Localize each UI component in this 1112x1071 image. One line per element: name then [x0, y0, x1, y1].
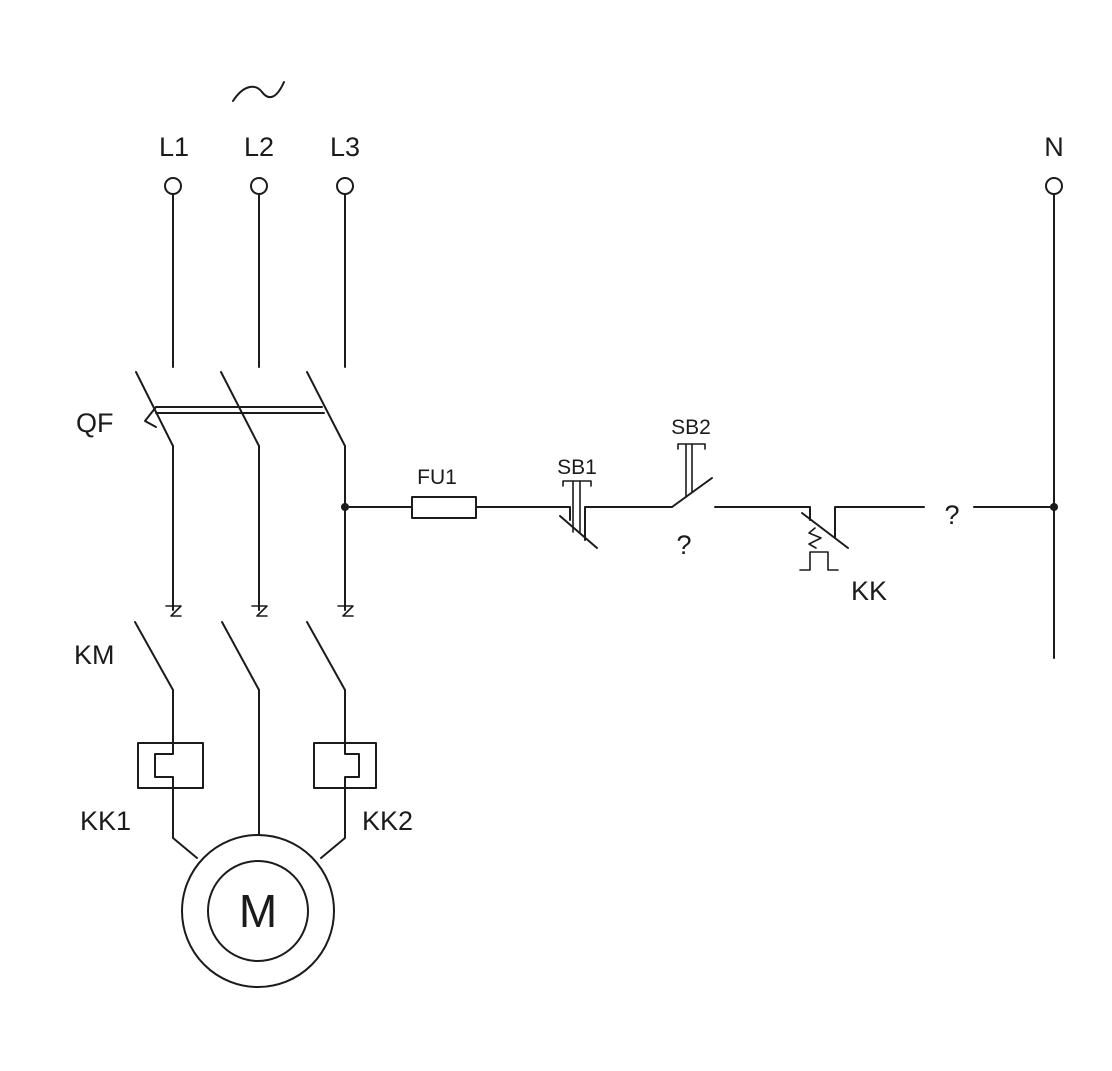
label-kk2: KK2	[362, 806, 413, 836]
terminal-L2	[250, 177, 268, 195]
label-L3: L3	[330, 132, 360, 162]
label-L2: L2	[244, 132, 274, 162]
label-unknown-2: ?	[944, 500, 959, 530]
overload-kk1	[137, 742, 204, 789]
label-kk1: KK1	[80, 806, 131, 836]
label-unknown-1: ?	[676, 530, 691, 560]
contactor-km	[134, 621, 346, 691]
button-sb1	[557, 480, 673, 549]
terminal-N	[1045, 177, 1063, 195]
label-qf: QF	[76, 408, 114, 438]
label-L1: L1	[159, 132, 189, 162]
label-sb1: SB1	[557, 456, 597, 479]
fuse-fu1	[411, 496, 477, 519]
terminal-L1	[164, 177, 182, 195]
label-fu1: FU1	[417, 466, 457, 489]
label-motor: M	[239, 885, 277, 937]
terminal-L3	[336, 177, 354, 195]
breaker-qf	[135, 371, 346, 447]
ac-tilde-icon	[232, 81, 285, 102]
overload-contact-kk	[797, 506, 925, 571]
label-kk: KK	[851, 576, 887, 606]
button-sb2	[671, 443, 713, 508]
label-N: N	[1044, 132, 1064, 162]
wire-motor-u	[172, 787, 198, 859]
wire-motor-w	[320, 787, 346, 859]
contactor-km-arc-symbols	[165, 605, 354, 617]
junction-N	[1050, 503, 1058, 511]
label-km: KM	[74, 640, 115, 670]
label-sb2: SB2	[671, 416, 711, 439]
overload-kk2	[313, 742, 377, 789]
motor	[181, 834, 335, 988]
